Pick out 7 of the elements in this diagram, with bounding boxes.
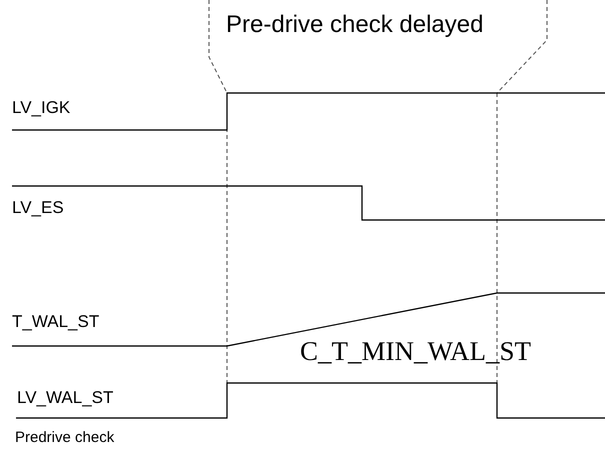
signal-label: T_WAL_ST (12, 313, 100, 332)
signal-label: LV_ES (12, 199, 64, 218)
parameter-label: C_T_MIN_WAL_ST (300, 337, 531, 367)
signal-label: LV_WAL_ST (17, 389, 114, 408)
heading: Pre-drive check delayed (226, 12, 484, 38)
signal-label: LV_IGK (12, 99, 70, 118)
caption: Predrive check (15, 430, 114, 446)
